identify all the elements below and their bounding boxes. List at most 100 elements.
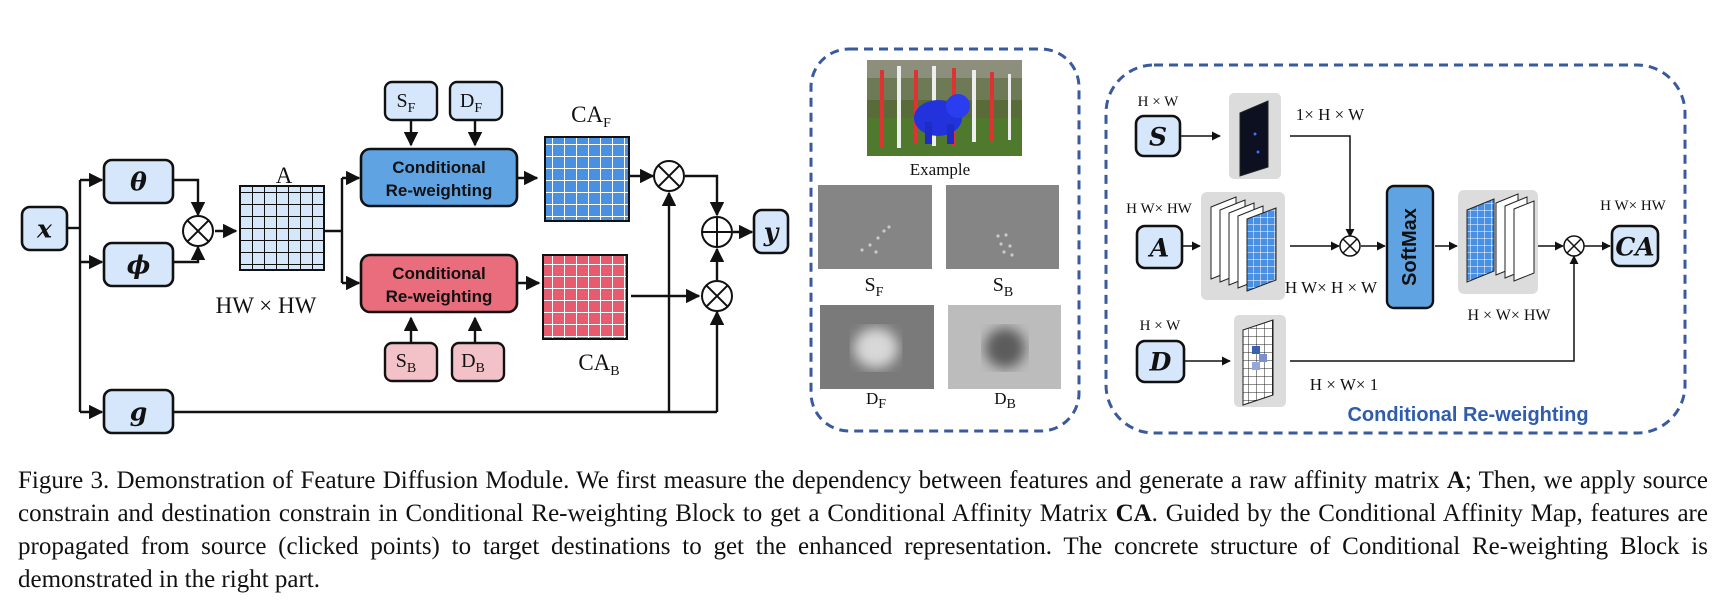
figure-caption: Figure 3. Demonstration of Feature Diffu… <box>18 464 1708 596</box>
mid-sb-sub: B <box>1004 285 1013 300</box>
output-y-node: y <box>752 208 790 255</box>
theta-node: θ <box>102 158 175 205</box>
a-node-label: A <box>1148 234 1169 263</box>
svg-text:SB: SB <box>396 350 416 376</box>
crw-bg-line2: Re-weighting <box>386 287 493 306</box>
mid-db-label: D <box>994 389 1006 408</box>
caption-bold-ca: CA <box>1115 500 1152 527</box>
sb-node: SB <box>383 341 439 383</box>
crw-detail-border <box>1104 63 1687 435</box>
caption-part-2: ; Then, we apply source constrain and de… <box>18 467 1708 527</box>
left-diagram: x θ ϕ g y <box>20 80 790 435</box>
example-image <box>867 60 1022 156</box>
softmax-out-dim-label: H × W× HW <box>1467 307 1551 324</box>
mid-db-sub: B <box>1006 397 1015 412</box>
ca-node: CA <box>1610 224 1660 268</box>
sf-node: SF <box>383 80 439 122</box>
ca-f-matrix <box>544 136 630 222</box>
sb-map-image <box>946 185 1059 269</box>
ca-b-matrix <box>542 254 628 340</box>
phi-node: ϕ <box>102 241 175 288</box>
hwhw-label: HW × HW <box>216 293 317 318</box>
s-out-dim-label: 1× H × W <box>1296 105 1365 124</box>
caption-part-3: . Guided by the Conditional Affinity Map… <box>18 500 1708 593</box>
svg-text:CAB: CAB <box>578 350 619 379</box>
sf-node-label: S <box>397 90 408 112</box>
db-map-blob <box>985 328 1025 368</box>
example-panel-border <box>809 47 1081 433</box>
crw-fg-line1: Conditional <box>392 158 485 177</box>
sf-map-points <box>860 225 891 254</box>
sb-node-sub: B <box>407 361 416 376</box>
df-node-label: D <box>460 90 474 112</box>
d-map-icon <box>1234 315 1286 407</box>
s-node-label: S <box>1149 123 1167 152</box>
svg-text:DF: DF <box>460 90 482 116</box>
df-node-sub: F <box>474 101 482 116</box>
conditional-reweighting-block-fg: Conditional Re-weighting <box>359 147 519 208</box>
example-label: Example <box>910 160 970 179</box>
ca-node-label: CA <box>1615 233 1654 262</box>
d-node-label: D <box>1149 348 1172 377</box>
s-map-icon <box>1229 93 1281 179</box>
d-dim-label: H × W <box>1140 318 1182 334</box>
plus-icon <box>701 216 733 248</box>
cab-label-sub: B <box>610 364 619 379</box>
d-node: D <box>1135 339 1186 384</box>
caf-label-sub: F <box>603 116 611 131</box>
softmax-label: SoftMax <box>1399 208 1421 286</box>
sb-map-points <box>996 233 1014 257</box>
caf-label: CA <box>571 102 603 127</box>
g-node: g <box>102 388 175 435</box>
svg-text:DB: DB <box>461 350 485 376</box>
svg-text:DF: DF <box>866 389 886 412</box>
example-panel: Example SF SB DF DB <box>809 47 1081 433</box>
db-node-label: D <box>461 350 475 372</box>
sb-node-label: S <box>396 350 407 372</box>
a-stack-icon <box>1201 192 1285 300</box>
crw-detail-title: Conditional Re-weighting <box>1347 404 1588 426</box>
phi-label: ϕ <box>127 251 151 280</box>
mid-df-label: D <box>866 389 878 408</box>
affinity-matrix-a <box>239 185 325 271</box>
ca-dim-label: H W× HW <box>1600 198 1667 214</box>
caption-bold-a: A <box>1446 467 1465 494</box>
input-x-label: x <box>36 215 53 244</box>
a-dim-label: H W× HW <box>1126 201 1193 217</box>
df-map-blob <box>854 328 898 368</box>
df-node: DF <box>448 80 504 122</box>
affinity-a-label: A <box>276 163 293 188</box>
db-node-sub: B <box>476 361 485 376</box>
multiply-icon-2 <box>653 160 685 192</box>
mid-df-sub: F <box>878 397 886 412</box>
d-out-dim-label: H × W× 1 <box>1310 375 1378 394</box>
a-node: A <box>1135 224 1184 270</box>
svg-text:SF: SF <box>865 274 884 300</box>
svg-text:SF: SF <box>397 90 416 116</box>
crw-fg-line2: Re-weighting <box>386 181 493 200</box>
multiply-icon-3 <box>701 280 733 312</box>
svg-text:SB: SB <box>993 274 1013 300</box>
softmax-out-stack-icon <box>1458 190 1538 294</box>
right-connectors <box>1180 131 1611 366</box>
s-dim-label: H × W <box>1138 94 1180 110</box>
conditional-reweighting-block-bg: Conditional Re-weighting <box>359 253 519 314</box>
g-label: g <box>130 398 147 427</box>
mid-sf-sub: F <box>876 285 884 300</box>
output-y-label: y <box>763 218 780 247</box>
a-mid-dim-label: H W× H × W <box>1285 278 1378 297</box>
left-connectors <box>67 120 754 420</box>
theta-label: θ <box>130 168 147 197</box>
svg-text:CAF: CAF <box>571 102 611 131</box>
crw-bg-line1: Conditional <box>392 264 485 283</box>
sf-map-image <box>818 185 932 269</box>
conditional-reweighting-detail: S H × W 1× H × W A H W× HW H W× H × W <box>1104 63 1687 435</box>
sf-node-sub: F <box>408 101 416 116</box>
input-x-node: x <box>20 205 69 252</box>
s-node: S <box>1134 114 1182 158</box>
multiply-icon-1 <box>182 215 214 247</box>
mid-sf-label: S <box>865 274 876 296</box>
caption-part-1: Figure 3. Demonstration of Feature Diffu… <box>18 467 1447 494</box>
multiply-icon-r1 <box>1339 235 1361 257</box>
softmax-block: SoftMax <box>1385 184 1435 310</box>
